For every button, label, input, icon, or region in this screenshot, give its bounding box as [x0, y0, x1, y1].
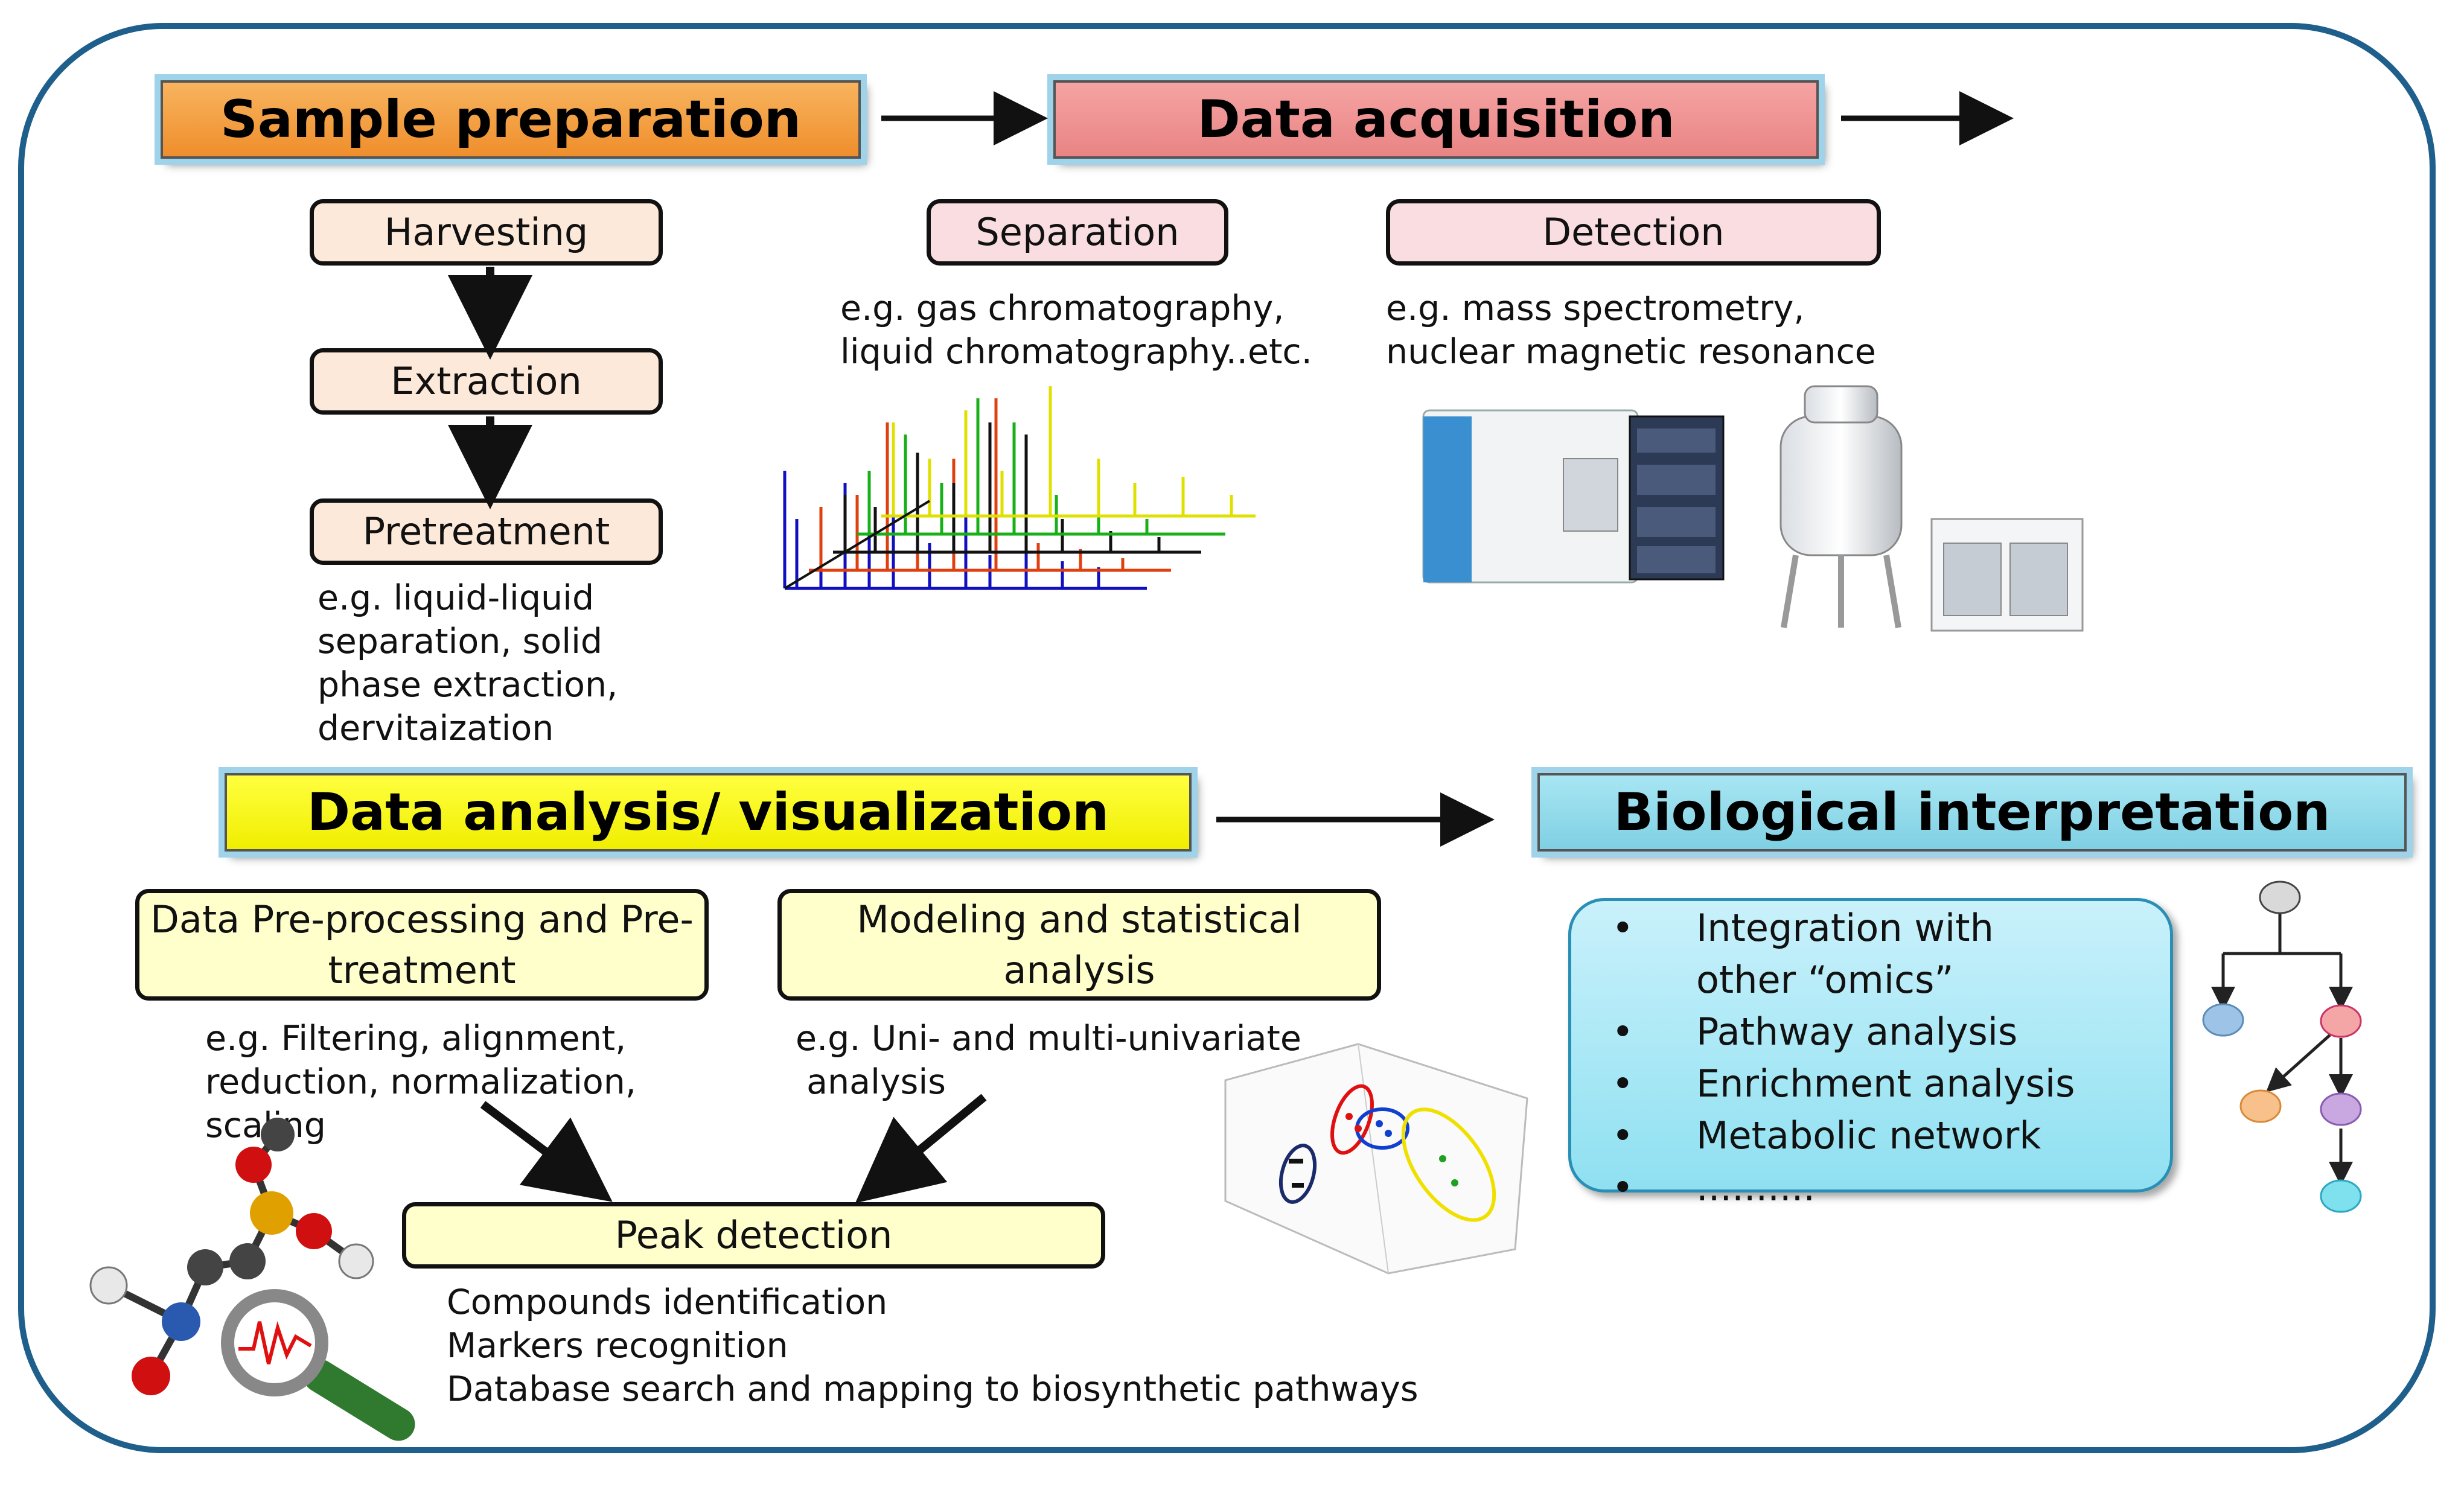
header-biological-interpretation: Biological interpretation — [1537, 773, 2407, 852]
pca-scatter-plot — [1224, 1043, 1528, 1275]
preprocessing-example: e.g. Filtering, alignment, reduction, no… — [205, 1019, 637, 1145]
arrow-modeling-to-peak — [855, 1094, 987, 1203]
modeling-example: e.g. Uni- and multi-univariate analysis — [796, 1019, 1301, 1102]
separation-example: e.g. gas chromatography, liquid chromato… — [840, 288, 1312, 372]
chromatogram-image — [783, 386, 1256, 590]
interpretation-item: Pathway analysis — [1696, 1010, 2018, 1054]
detection-example: e.g. mass spectrometry, nuclear magnetic… — [1386, 288, 1876, 372]
detection-box: Detection — [1386, 199, 1881, 266]
header-data-acquisition: Data acquisition — [1053, 80, 1819, 159]
header-sample-preparation: Sample preparation — [161, 80, 861, 159]
modeling-box: Modeling and statistical analysis — [777, 889, 1381, 1001]
interpretation-bullet: • — [1612, 1010, 1634, 1054]
interpretation-item: Enrichment analysis — [1696, 1062, 2075, 1106]
pretreatment-box: Pretreatment — [310, 498, 663, 565]
interpretation-item: Metabolic network — [1696, 1113, 2041, 1157]
interpretation-bullet: • — [1612, 1165, 1634, 1209]
pathway-tree-image — [2211, 913, 2353, 1186]
header-data-analysis: Data analysis/ visualization — [225, 773, 1192, 852]
preprocessing-box: Data Pre-processing and Pre-treatment — [135, 889, 709, 1001]
pathway-tree-nodes — [2202, 880, 2362, 1213]
interpretation-item: .......... — [1696, 1165, 1816, 1209]
molecule-magnifier-image — [89, 1118, 415, 1441]
pretreatment-example: e.g. liquid-liquid separation, solid pha… — [318, 578, 618, 748]
separation-box: Separation — [927, 199, 1228, 266]
interpretation-bullet: • — [1612, 1062, 1634, 1106]
peak-detection-outputs: Compounds identification Markers recogni… — [447, 1282, 1419, 1409]
arrow-preprocessing-to-peak — [480, 1101, 613, 1202]
peak-detection-box: Peak detection — [402, 1202, 1105, 1269]
interpretation-item: Integration with other “omics” — [1696, 906, 1994, 1002]
interpretation-bullet: • — [1612, 906, 1634, 950]
mass-spectrometer-image — [1422, 409, 1725, 584]
interpretation-list-panel — [1568, 898, 2173, 1192]
interpretation-bullet: • — [1612, 1113, 1634, 1157]
harvesting-box: Harvesting — [310, 199, 663, 266]
nmr-spectrometer-image — [1779, 385, 2084, 632]
